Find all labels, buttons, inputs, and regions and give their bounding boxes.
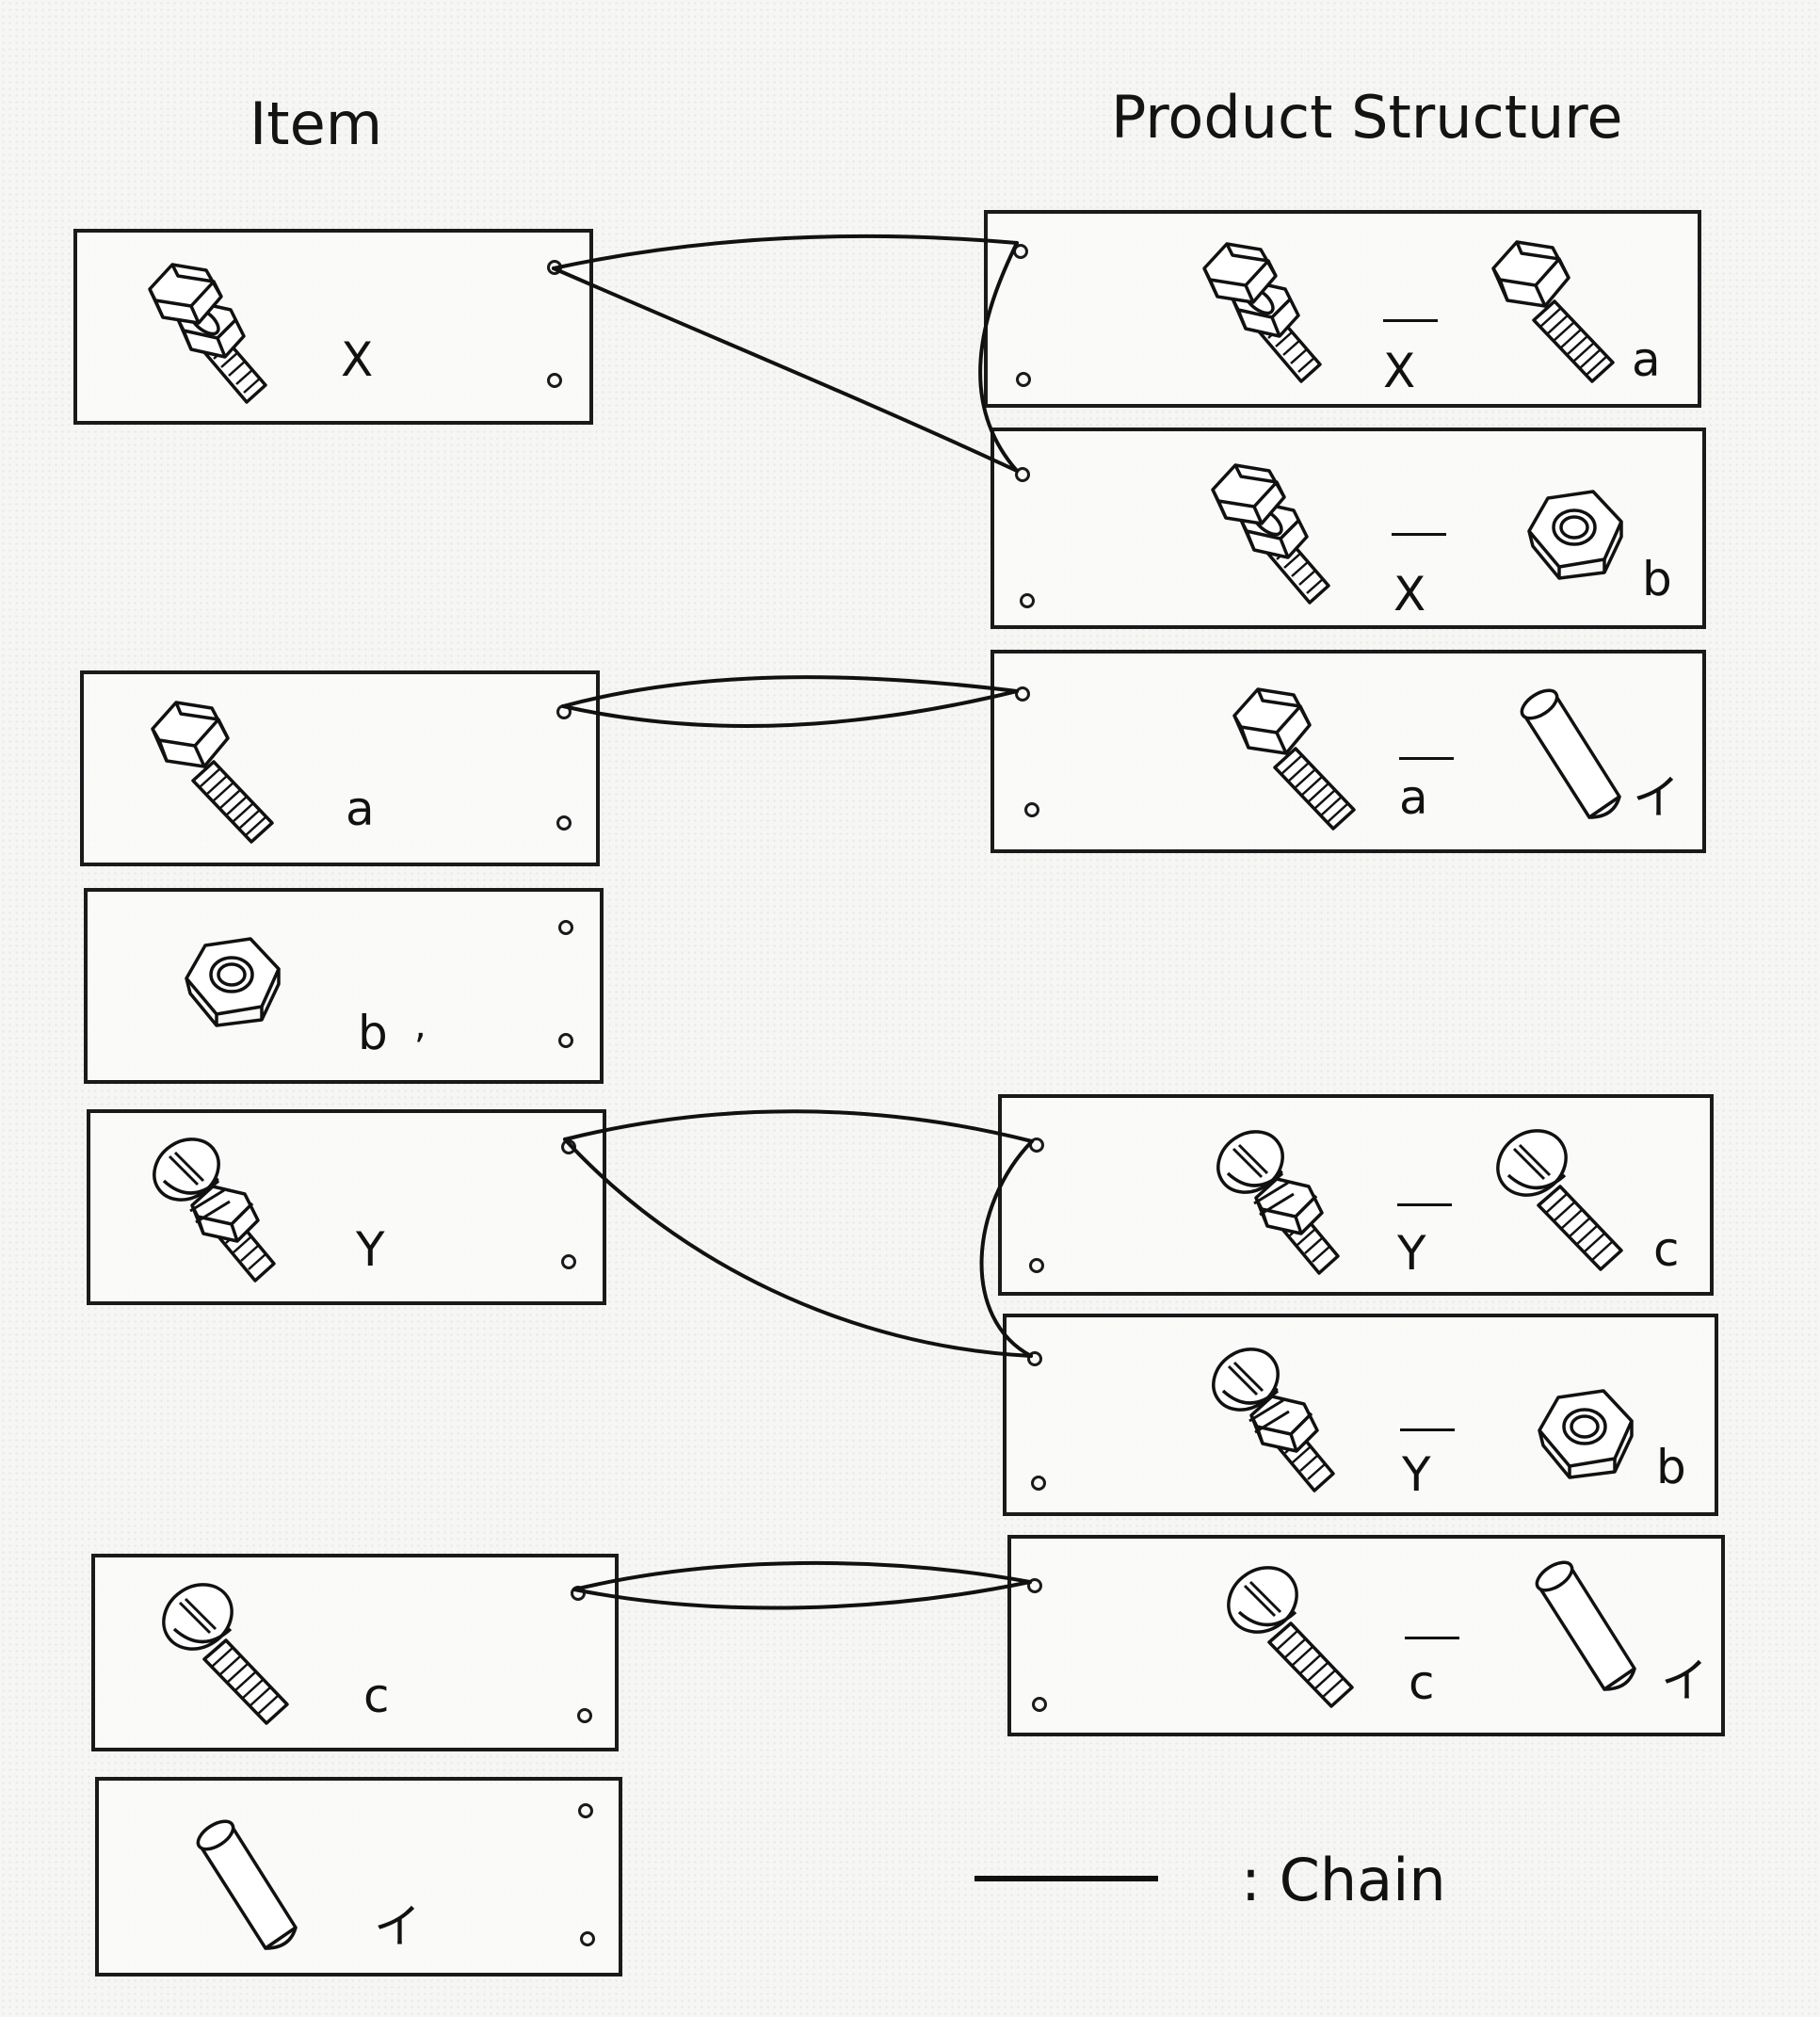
item-label: Y [356,1222,385,1277]
separator-bar [1400,1428,1455,1431]
structure-card-c-i: c イ [1007,1535,1725,1736]
child-label: b [1656,1440,1686,1494]
parent-label: c [1409,1655,1435,1710]
item-label: b [358,1006,388,1060]
round-head-bolt-icon [155,1574,306,1735]
separator-bar [1397,1203,1452,1206]
structure-card-x-b: X b [991,428,1706,629]
separator-bar [1383,319,1438,322]
chain-hole [561,1139,576,1154]
hex-bolt-icon [138,691,289,851]
hole [1016,372,1031,387]
hole [1024,802,1039,817]
chain-hole [1027,1578,1042,1593]
chain-hole [1027,1351,1042,1366]
hole [561,1254,576,1269]
round-head-bolt-icon [1490,1121,1640,1281]
item-card-y: Y [87,1109,606,1305]
hex-bolt-with-nut-icon [1201,454,1352,614]
item-mark: , [414,1004,427,1047]
round-head-bolt-with-nut-icon [1211,1124,1361,1284]
round-head-bolt-icon [1220,1557,1371,1718]
hex-bolt-icon [1220,678,1371,838]
item-label: X [341,332,374,387]
parent-label: a [1399,770,1428,825]
hex-bolt-with-nut-icon [138,253,289,413]
item-label: イ [374,1899,421,1954]
hex-bolt-icon [1479,231,1630,391]
chain-hole [571,1586,586,1601]
item-card-b: b , [84,888,604,1084]
child-label: イ [1661,1654,1708,1708]
round-head-bolt-with-nut-icon [1206,1342,1357,1502]
item-card-a: a [80,670,600,866]
chain-hole [1015,467,1030,482]
item-label: c [363,1669,390,1723]
parent-label: Y [1397,1226,1426,1281]
hole [1031,1476,1046,1491]
hex-nut-icon [177,931,290,1035]
parent-label: Y [1402,1447,1431,1502]
item-heading: Item [250,89,383,158]
product-structure-heading: Product Structure [1111,83,1623,152]
separator-bar [1405,1637,1459,1639]
structure-card-a-i: a イ [991,650,1706,853]
hole [580,1931,595,1946]
structure-card-y-c: Y c [998,1094,1714,1296]
hex-nut-icon [1520,484,1633,588]
child-label: イ [1633,770,1680,825]
child-label: b [1642,552,1672,606]
hole [577,1708,592,1723]
parent-label: X [1393,567,1426,621]
chain-hole [1013,244,1028,259]
child-label: a [1632,332,1661,387]
legend-chain-line [974,1876,1158,1881]
hole [558,920,573,935]
chain-hole [1015,686,1030,702]
structure-card-x-a: X a [984,210,1701,408]
item-card-i: イ [95,1777,622,1977]
chain-hole [547,260,562,275]
hole [1029,1258,1044,1273]
cylinder-pin-icon [1503,676,1635,836]
structure-card-y-b: Y b [1003,1314,1718,1516]
cylinder-pin-icon [179,1807,311,1967]
round-head-bolt-with-nut-icon [147,1132,298,1292]
chain-hole [556,704,572,719]
hole [1020,593,1035,608]
separator-bar [1392,533,1446,536]
item-card-c: c [91,1554,619,1751]
hole [1032,1697,1047,1712]
hex-nut-icon [1530,1383,1643,1487]
item-card-x: X [73,229,593,425]
hex-bolt-with-nut-icon [1193,233,1344,393]
cylinder-pin-icon [1518,1548,1650,1708]
hole [578,1803,593,1818]
chain-hole [1029,1138,1044,1153]
legend-label: : Chain [1241,1846,1446,1914]
item-label: a [346,782,375,836]
hole [547,373,562,388]
hole [556,815,572,831]
hole [558,1033,573,1048]
parent-label: X [1383,344,1416,398]
separator-bar [1399,757,1454,760]
child-label: c [1653,1222,1680,1277]
